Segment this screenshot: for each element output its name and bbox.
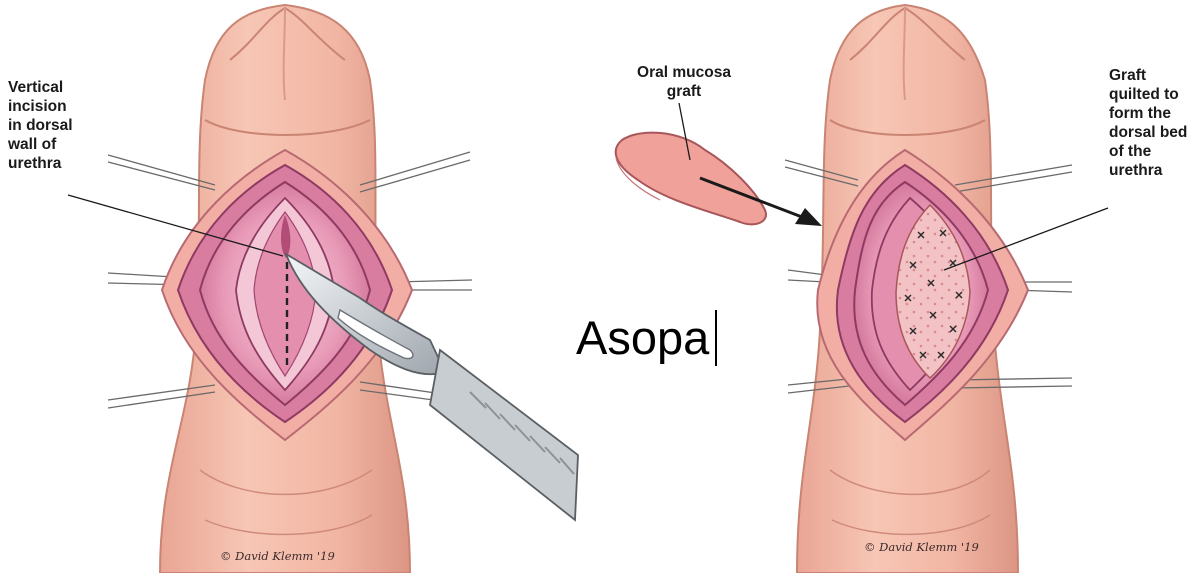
right-base-creases xyxy=(829,469,991,536)
right-glans-fold-2 xyxy=(902,7,906,101)
graft-arrow-shaft xyxy=(699,176,803,219)
left-figure xyxy=(67,3,579,573)
scalpel xyxy=(284,251,579,522)
left-incision-slit xyxy=(280,215,291,258)
left-corona xyxy=(204,119,371,136)
oral-mucosa-graft xyxy=(614,102,822,226)
graft-label: Oral mucosa graft xyxy=(637,64,731,100)
graft-label-pointer xyxy=(678,102,691,161)
graft-arrow-head xyxy=(795,208,822,226)
left-urethra-floor xyxy=(253,210,317,378)
left-base-creases xyxy=(199,469,373,536)
quilted-graft-label: Graft quilted to form the dorsal bed of … xyxy=(1109,67,1188,179)
right-label-pointer xyxy=(943,207,1109,271)
quilting-sutures xyxy=(904,229,963,359)
credit-right: © David Klemm '19 xyxy=(864,540,979,554)
right-corona xyxy=(829,119,986,136)
right-figure xyxy=(784,3,1109,573)
credit-left: © David Klemm '19 xyxy=(220,549,335,563)
incision-label: Vertical incision in dorsal wall of uret… xyxy=(8,79,73,172)
left-label-pointer xyxy=(67,194,284,257)
left-glans-fold-2 xyxy=(282,7,286,101)
overlay-title: Asopa xyxy=(576,310,718,366)
quilted-graft xyxy=(895,203,971,380)
